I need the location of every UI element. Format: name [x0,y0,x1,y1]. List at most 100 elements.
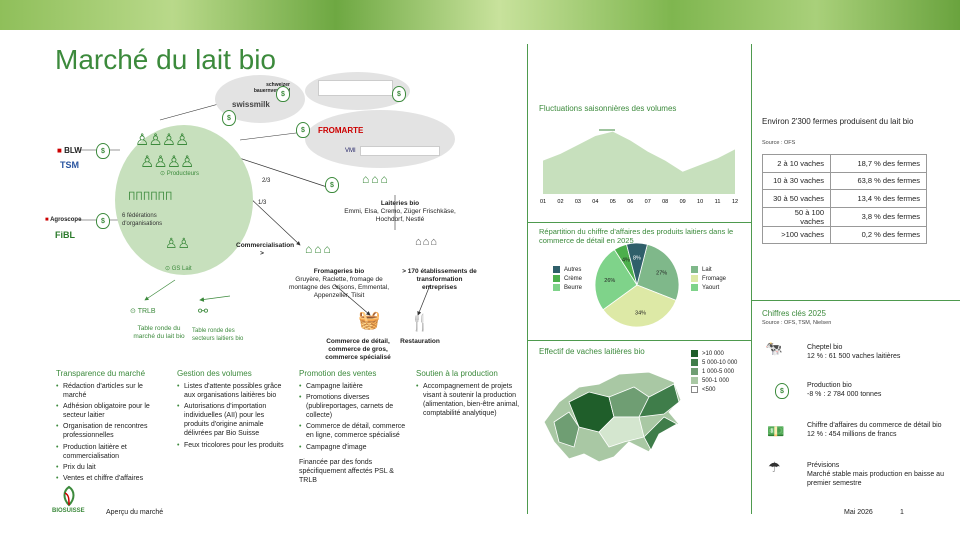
pie-slice-yaourt [602,284,677,328]
pie-legend-left: Autres Crème Beurre [553,266,582,293]
list-item: Rédaction d'articles sur le marché [56,382,166,400]
legend-item: <500 [691,385,737,395]
legend-item: 5 000-10 000 [691,358,737,368]
month-tick-label: 08 [662,199,668,205]
column-title: Transparence du marché [56,369,146,378]
money-bag-icon: $ [96,213,110,229]
list-item: Listes d'attente possibles grâce aux org… [177,382,287,400]
money-bag-icon: $ [392,86,406,102]
money-bag-icon: $ [296,122,310,138]
pie-chart: 27%34%26%4%8% [594,242,680,328]
divider-h2 [527,340,751,341]
column-list: Campagne laitière Promotions diverses (p… [299,382,409,452]
month-tick-label: 04 [592,199,598,205]
farmers-icon: ♙♙♙♙ [140,154,194,171]
key-value: Marché stable mais production en baisse … [807,471,944,488]
pie-legend-right: Lait Fromage Yaourt [691,266,726,293]
pie-slice-lait [636,243,680,301]
table-cell: 3,8 % des fermes [830,206,927,227]
producers-area [115,125,253,275]
switzerland-map [543,371,682,463]
column-transparence: Transparence du marché Rédaction d'artic… [56,369,166,485]
key-source: Source : OFS, TSM, Nielsen [762,320,832,326]
sb-logo: schweizer bauernverband [253,82,290,95]
restaurant-icon: 🍴 [410,315,430,332]
month-tick-label: 07 [645,199,651,205]
key-label: Cheptel bio [807,344,843,351]
table-cell: 13,4 % des fermes [830,189,927,208]
biosuisse-bud-icon [55,485,83,507]
list-item: Accompagnement de projets visant à soute… [416,382,522,418]
restauration-label: Restauration [400,338,440,345]
pie-slice-autres [626,242,648,286]
column-title: Promotion des ventes [299,369,377,378]
money-bag-icon: $ [222,110,236,126]
table-cell: 2 à 10 vaches [762,154,831,173]
footer-label: Aperçu du marché [106,509,164,516]
month-tick-label: 01 [540,199,546,205]
key-label: Production bio [807,382,852,389]
table-cell: 63,8 % des fermes [830,171,927,190]
list-item: Commerce de détail, commerce en ligne, c… [299,422,409,440]
key-value: -8 % : 2 784 000 tonnes [807,391,882,399]
farms-title: Environ 2'300 fermes produisent du lait … [762,117,914,126]
column-promotion: Promotion des ventes Campagne laitière P… [299,369,409,485]
column-title: Gestion des volumes [177,369,252,378]
list-item: Prix du lait [56,463,166,472]
money-bag-icon: $ [96,143,110,159]
key-title: Chiffres clés 2025 [762,309,826,318]
divider-2 [751,44,752,514]
list-item: Campagne d'image [299,443,409,452]
fibl-logo: FiBL [55,230,75,240]
market-diagram: schweizer bauernverband swissmilk FROMAR… [0,70,525,362]
month-tick-label: 02 [557,199,563,205]
handshake-icon: ⚯ [198,304,209,318]
table-cell: 0,2 % des fermes [830,225,927,244]
header-banner [0,0,960,30]
key-item: Chiffre d'affaires du commerce de détail… [807,421,952,439]
map-region [553,411,580,448]
month-tick-label: 11 [715,199,721,205]
table-cell: 18,7 % des fermes [830,154,927,173]
legend-item: Crème [553,274,582,284]
list-item: Ventes et chiffre d'affaires [56,474,166,483]
funding-note: Financée par des fonds spécifiquement af… [299,458,394,484]
legend-item: Autres [553,266,582,275]
key-item: Production bio -8 % : 2 784 000 tonnes [807,381,947,399]
money-bag-icon: $ [325,177,339,193]
key-value: 12 % : 454 millions de francs [807,431,897,439]
table-cell: >100 vaches [762,225,831,244]
cloud-right [305,110,455,168]
legend-item: 1 000-5 000 [691,367,737,377]
column-list: Accompagnement de projets visant à soute… [416,382,522,418]
legend-item: >10 000 [691,350,737,359]
logo-placeholder-2 [360,146,440,156]
commerce-label: Commerce de détail, commerce de gros, co… [325,338,391,362]
column-soutien: Soutien à la production Accompagnement d… [416,369,522,420]
vmi-logo: VMI [345,148,356,154]
legend-item: Beurre [553,283,582,293]
share-one-third: 1/3 [258,200,267,206]
map-title: Effectif de vaches laitières bio [539,347,645,356]
column-title: Soutien à la production [416,369,498,378]
money-bag-icon: $ [276,86,290,102]
farmers-icon: ♙♙♙♙ [135,132,189,149]
blw-logo: ■ BLW [57,146,82,155]
federations-label: 6 fédérations d'organisations [122,213,163,227]
fromageries-title: Fromageries bio [313,268,365,275]
month-tick-label: 10 [697,199,703,205]
list-item: Organisation de rencontres professionnel… [56,422,166,440]
logo-placeholder-1 [318,80,393,96]
month-tick-label: 06 [627,199,633,205]
footer-date: Mai 2026 [844,509,873,516]
etablissements-label: > 170 établissements de transformation e… [402,268,477,292]
gs-lait-label: ⊙ GS Lait [165,266,192,272]
table-cell: 50 à 100 vaches [762,206,831,227]
column-list: Rédaction d'articles sur le marché Adhés… [56,382,166,483]
